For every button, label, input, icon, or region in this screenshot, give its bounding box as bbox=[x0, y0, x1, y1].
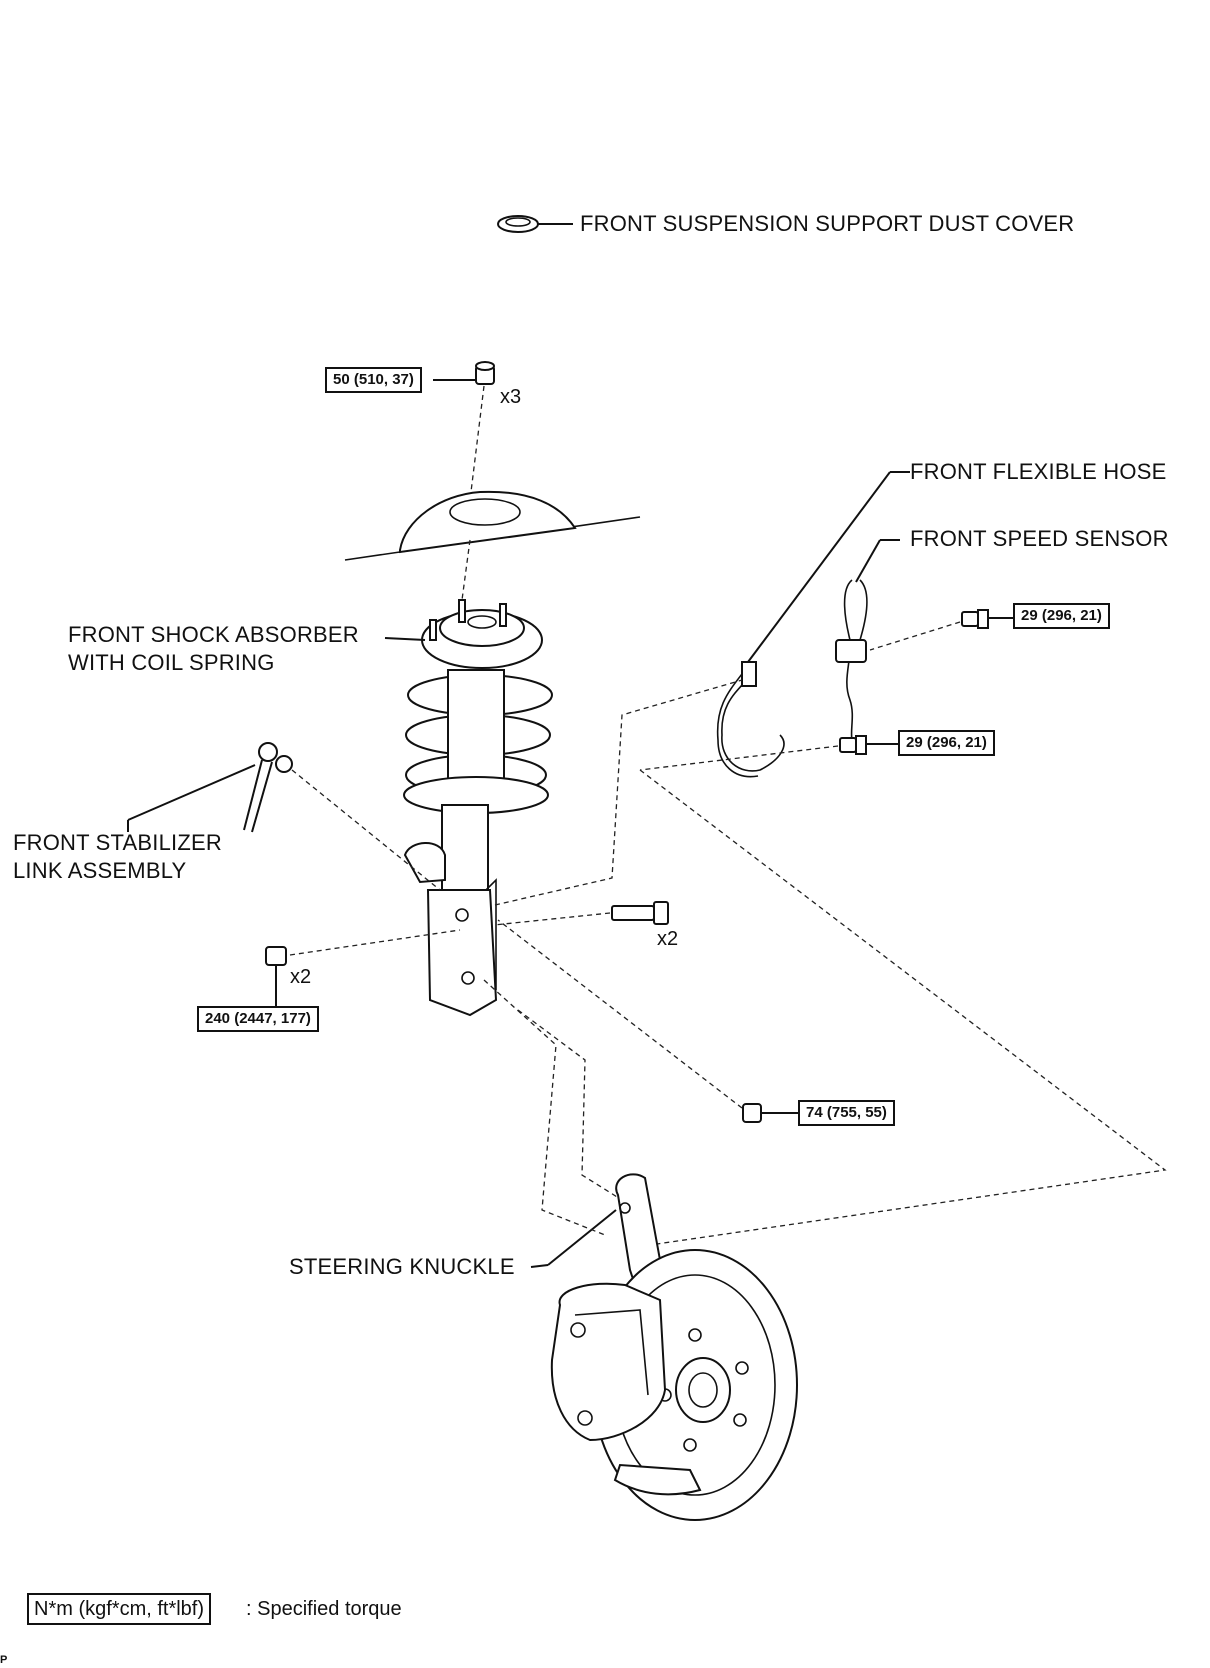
steering-knuckle-part bbox=[550, 1173, 798, 1521]
torque-box-hose-bolt: 29 (296, 21) bbox=[898, 730, 995, 756]
knuckle-leader-b bbox=[547, 1209, 617, 1266]
lower-nut-part bbox=[265, 929, 461, 1008]
legend-unit-box: N*m (kgf*cm, ft*lbf) bbox=[27, 1593, 212, 1625]
knuckle-leader-a bbox=[530, 1264, 549, 1268]
dust-cover-label: FRONT SUSPENSION SUPPORT DUST COVER bbox=[580, 211, 1075, 236]
body-panel bbox=[344, 490, 641, 601]
speed-sensor-part bbox=[835, 539, 900, 741]
qty-top-nut: x3 bbox=[500, 386, 522, 408]
stabilizer-label-line1: FRONT STABILIZER bbox=[13, 830, 222, 855]
assembly-guides bbox=[483, 679, 1167, 1246]
speed-sensor-label: FRONT SPEED SENSOR bbox=[910, 526, 1169, 551]
steering-knuckle-label: STEERING KNUCKLE bbox=[289, 1254, 515, 1279]
torque-box-lower-bolt-nut: 240 (2447, 177) bbox=[197, 1006, 319, 1032]
shock-absorber-part bbox=[403, 599, 553, 1017]
qty-lower-bolt: x2 bbox=[657, 928, 679, 950]
flexible-hose-part bbox=[716, 471, 891, 778]
torque-box-stabilizer-nut: 74 (755, 55) bbox=[798, 1100, 895, 1126]
stabilizer-nut-part bbox=[497, 919, 798, 1123]
speed-sensor-bolt-part bbox=[869, 609, 1013, 651]
qty-lower-nut: x2 bbox=[290, 966, 312, 988]
shock-absorber-label-line2: WITH COIL SPRING bbox=[68, 650, 275, 675]
hose-bolt-part bbox=[639, 735, 898, 771]
stabilizer-label-line2: LINK ASSEMBLY bbox=[13, 858, 187, 883]
footer-code: P bbox=[0, 1654, 8, 1666]
legend-description: : Specified torque bbox=[246, 1598, 402, 1620]
shock-leader bbox=[384, 637, 426, 641]
stabilizer-link-part bbox=[127, 742, 441, 891]
torque-box-speed-sensor-bolt: 29 (296, 21) bbox=[1013, 603, 1110, 629]
shock-absorber-label-line1: FRONT SHOCK ABSORBER bbox=[68, 622, 359, 647]
lower-bolt-part bbox=[493, 901, 669, 926]
flexible-hose-label: FRONT FLEXIBLE HOSE bbox=[910, 459, 1167, 484]
top-nut-part bbox=[433, 361, 495, 501]
dust-cover-part bbox=[497, 215, 573, 233]
torque-box-top-nut: 50 (510, 37) bbox=[325, 367, 422, 393]
